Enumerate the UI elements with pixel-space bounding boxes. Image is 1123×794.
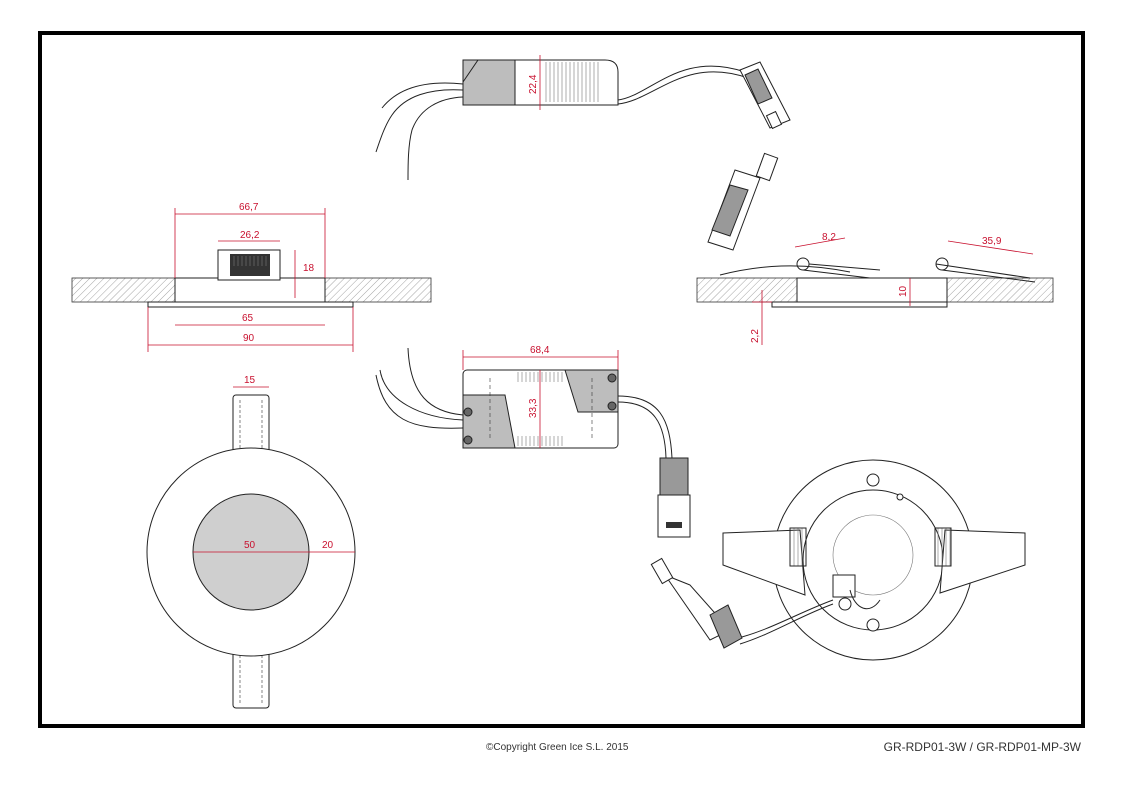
dim-driver-length: 68,4 xyxy=(530,345,550,356)
dim-ceiling-depth: 10 xyxy=(898,285,909,297)
installed-side-view: 8,2 35,9 10 2,2 xyxy=(696,152,1054,345)
connector-right xyxy=(707,152,779,251)
front-view: 15 50 20 xyxy=(146,375,356,709)
driver-side-view: 22,4 xyxy=(375,55,791,181)
driver-top-view: 68,4 33,3 xyxy=(375,345,691,538)
drawing-border xyxy=(38,31,1085,728)
connector-top xyxy=(739,61,791,130)
model-code: GR-RDP01-3W / GR-RDP01-MP-3W xyxy=(883,740,1081,754)
dim-rim-width: 20 xyxy=(322,540,334,551)
dim-heatsink-width: 26,2 xyxy=(240,230,260,241)
connector-back xyxy=(650,557,743,649)
dim-outer-diameter: 90 xyxy=(243,333,255,344)
copyright-text: ©Copyright Green Ice S.L. 2015 xyxy=(486,742,629,753)
dim-frame-width: 66,7 xyxy=(239,202,259,213)
back-view xyxy=(650,459,1026,661)
dim-bezel-thickness: 2,2 xyxy=(750,329,761,343)
dim-cutout: 65 xyxy=(242,313,254,324)
dim-heatsink-height: 18 xyxy=(303,263,315,274)
dim-clip-width: 15 xyxy=(244,375,256,386)
dim-lens-diameter: 50 xyxy=(244,540,256,551)
dim-spring-length: 35,9 xyxy=(982,236,1002,247)
cross-section-view: 66,7 26,2 18 65 90 xyxy=(71,202,432,352)
connector-bottom xyxy=(657,457,691,538)
dim-driver-height: 22,4 xyxy=(528,74,539,94)
dim-clip-reach: 8,2 xyxy=(822,232,836,243)
dim-driver-width: 33,3 xyxy=(528,398,539,418)
